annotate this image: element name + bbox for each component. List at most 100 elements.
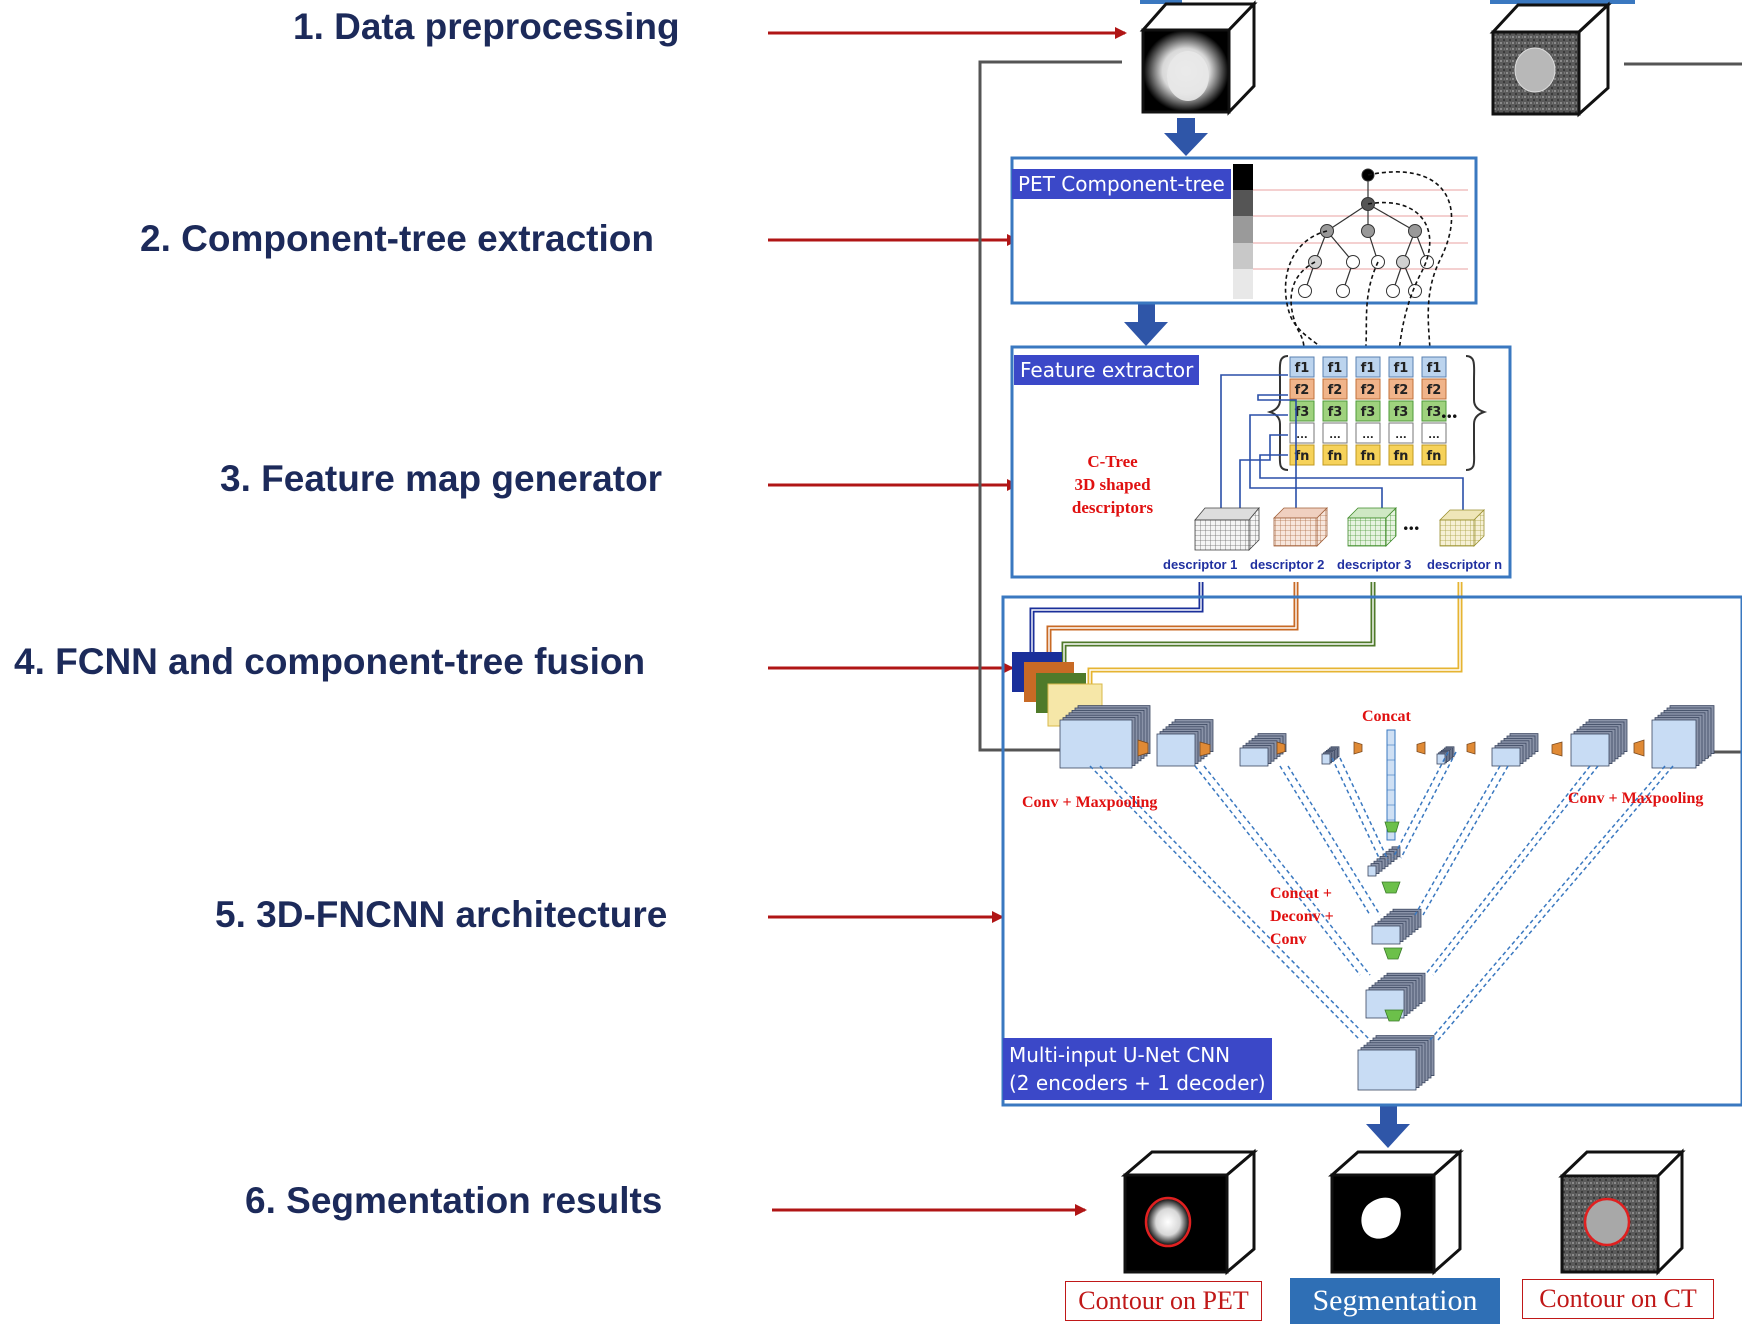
feature-cell — [1388, 444, 1414, 466]
encoder-block-1 — [1059, 705, 1151, 769]
feature-cell-label: f2 — [1295, 383, 1310, 398]
feature-cell — [1388, 378, 1414, 400]
pool-r2 — [1551, 741, 1563, 757]
pool-1 — [1137, 739, 1149, 757]
decoder-block-2 — [1365, 972, 1426, 1019]
pet-bypass-line — [978, 60, 1122, 756]
descriptor-label-1: descriptor 1 — [1163, 557, 1238, 572]
pool-4 — [1353, 741, 1363, 755]
feature-cell — [1322, 444, 1348, 466]
feature-cell-label: ... — [1329, 430, 1340, 441]
pool-3 — [1276, 741, 1286, 755]
feature-cell-label: f2 — [1427, 383, 1442, 398]
block-arrow-1 — [1164, 118, 1208, 156]
descriptor-cube-n — [1439, 509, 1485, 547]
descriptor-cube-1 — [1194, 506, 1260, 551]
left-brace — [1266, 355, 1289, 471]
encoder-block-2 — [1156, 719, 1214, 767]
concat-column — [1386, 729, 1396, 841]
result-seg-cube — [1328, 1148, 1464, 1276]
decoder-label-line-2: Deconv + — [1270, 908, 1334, 925]
feature-cell-label: f2 — [1361, 383, 1376, 398]
pool-r3 — [1466, 741, 1476, 755]
concat-label: Concat — [1362, 708, 1411, 725]
step-arrows — [768, 27, 1127, 1216]
decoder-label-line-1: Concat + — [1270, 885, 1332, 902]
feature-cell-label: fn — [1295, 449, 1310, 464]
feature-cell-label: f3 — [1295, 405, 1310, 420]
feature-cell — [1355, 400, 1381, 422]
result-segmentation: Segmentation — [1290, 1278, 1500, 1324]
feature-cell — [1421, 378, 1447, 400]
feature-cell — [1289, 378, 1315, 400]
feature-cell-label: f1 — [1295, 361, 1310, 376]
feature-cell — [1322, 356, 1348, 378]
unet-panel — [1001, 595, 1742, 1107]
ctree-label-line-2: 3D shaped — [1074, 475, 1151, 494]
descriptors-ellipsis: ... — [1403, 510, 1420, 535]
network-blocks — [1059, 705, 1715, 1091]
step-3-label: 3. Feature map generator — [220, 458, 663, 499]
pool-2 — [1199, 741, 1211, 757]
feature-cell-label: f2 — [1394, 383, 1409, 398]
pool-r1 — [1633, 739, 1645, 757]
descriptor-cubes — [1194, 506, 1485, 551]
feature-cell-label: ... — [1395, 430, 1406, 441]
feature-cell — [1289, 356, 1315, 378]
ctree-descriptor-label: C-Tree 3D shaped descriptors — [1045, 450, 1180, 519]
feature-cell-label: ... — [1296, 430, 1307, 441]
descriptor-cube-2 — [1273, 507, 1328, 547]
encoder-r-block-1 — [1651, 705, 1715, 769]
block-arrow-3 — [1366, 1104, 1410, 1148]
pool-r4 — [1416, 741, 1426, 755]
step-6-label: 6. Segmentation results — [245, 1180, 663, 1221]
decoder-block-1 — [1357, 1035, 1435, 1091]
feature-cell-label: f1 — [1328, 361, 1343, 376]
step-1-label: 1. Data preprocessing — [293, 6, 680, 47]
block-arrows — [1124, 118, 1410, 1148]
unet-title-line-1: Multi-input U-Net CNN — [1009, 1043, 1231, 1067]
decoder-block-4 — [1367, 846, 1401, 877]
feature-cell-label: f2 — [1328, 383, 1343, 398]
feature-cell-label: f3 — [1328, 405, 1343, 420]
descriptor-label-3: descriptor 3 — [1337, 557, 1412, 572]
feature-cell-label: f1 — [1394, 361, 1409, 376]
feature-cell — [1355, 422, 1381, 444]
decoder-label-line-3: Conv — [1270, 931, 1307, 948]
feature-cell — [1421, 400, 1447, 422]
component-tree-title: PET Component-tree — [1012, 169, 1231, 199]
feature-cell — [1322, 378, 1348, 400]
result-pet-cube — [1120, 1148, 1259, 1276]
unet-title-line-2: (2 encoders + 1 decoder) — [1009, 1071, 1266, 1095]
features-ellipsis: ... — [1441, 398, 1458, 423]
feature-cell — [1355, 356, 1381, 378]
feature-cell-label: ... — [1362, 430, 1373, 441]
pet-input-cube — [1139, 0, 1258, 116]
feature-cell — [1322, 400, 1348, 422]
feature-cell-label: f1 — [1427, 361, 1442, 376]
feature-cell-label: f1 — [1361, 361, 1376, 376]
ctree-label-line-1: C-Tree — [1087, 452, 1138, 471]
unet-title: Multi-input U-Net CNN (2 encoders + 1 de… — [1003, 1038, 1272, 1100]
feature-cell — [1421, 356, 1447, 378]
ct-input-cube — [1489, 0, 1635, 118]
feature-cell — [1355, 378, 1381, 400]
feature-cell-label: f3 — [1394, 405, 1409, 420]
descriptor-label-n: descriptor n — [1427, 557, 1503, 572]
feature-cell-label: fn — [1394, 449, 1409, 464]
feature-cell-label: f3 — [1361, 405, 1376, 420]
decoder-block-3 — [1371, 908, 1422, 945]
ctree-label-line-3: descriptors — [1071, 498, 1154, 517]
feature-cell — [1421, 444, 1447, 466]
feature-cell — [1388, 422, 1414, 444]
encoder-r-block-2 — [1570, 719, 1628, 767]
result-ct-cube — [1558, 1148, 1686, 1276]
encoder-right-label: Conv + Maxpooling — [1568, 790, 1704, 807]
encoder-r-block-3 — [1491, 733, 1539, 767]
decoder-label: Concat + Deconv + Conv — [1270, 882, 1334, 951]
descriptor-cube-3 — [1347, 507, 1397, 547]
right-brace — [1465, 355, 1488, 471]
